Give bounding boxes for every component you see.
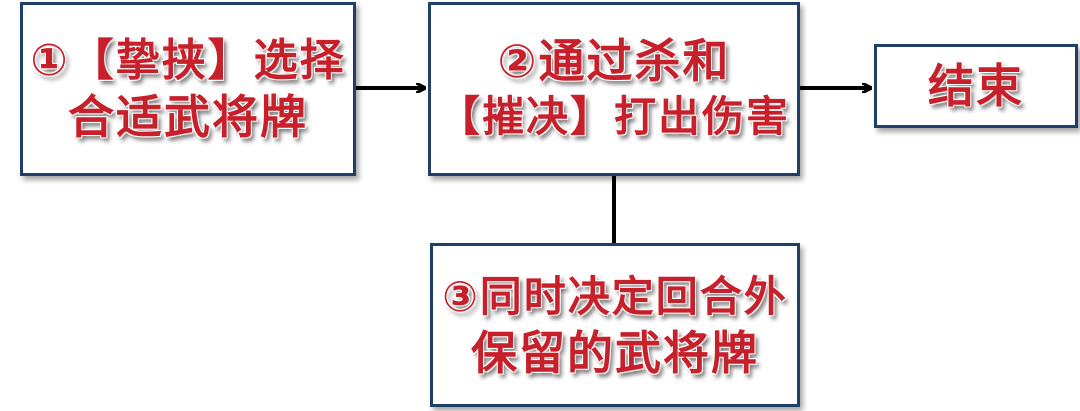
step3-line1: ③同时决定回合外: [442, 272, 788, 321]
step1-box: ①【挚挟】选择 合适武将牌: [20, 2, 356, 176]
step2-box: ②通过杀和 【摧决】打出伤害: [428, 2, 800, 176]
end-label: 结束: [928, 59, 1024, 113]
step3-line2: 保留的武将牌: [471, 326, 759, 380]
step3-box: ③同时决定回合外 保留的武将牌: [430, 243, 800, 407]
step1-line1: ①【挚挟】选择: [30, 35, 346, 86]
step1-line2: 合适武将牌: [68, 90, 308, 144]
end-box: 结束: [874, 44, 1078, 128]
step2-line1: ②通过杀和: [497, 34, 731, 88]
step2-line2: 【摧决】打出伤害: [437, 92, 790, 141]
